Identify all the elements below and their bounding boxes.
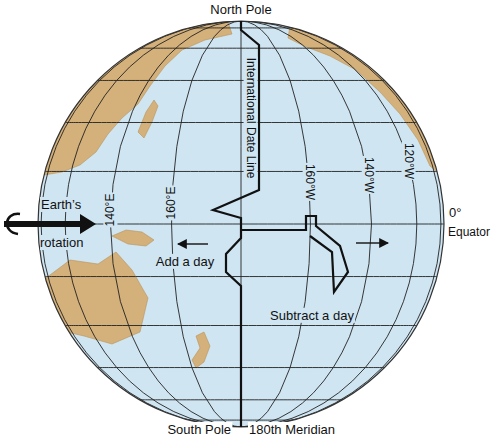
label-box: Add a day <box>155 255 216 269</box>
label-box: 0° <box>448 206 462 220</box>
japan <box>138 100 158 138</box>
map-label: International Date Line <box>244 57 258 180</box>
date-line-island-loop <box>241 216 348 292</box>
globe-outline <box>38 21 444 427</box>
label-box: 180th Meridian <box>248 423 336 437</box>
map-label: North Pole <box>209 2 272 17</box>
label-box: Subtract a day <box>269 309 355 323</box>
label-box: Equator <box>447 226 491 239</box>
map-label: 160°W <box>303 163 317 201</box>
map-label: 0° <box>448 205 462 220</box>
subtract-day-arrow <box>356 242 388 243</box>
map-label: Earth’s rotation <box>40 197 84 250</box>
add-day-arrow <box>178 243 208 244</box>
map-label: 160°E <box>164 185 178 220</box>
label-box: 120°W <box>402 142 415 180</box>
new-guinea <box>112 230 154 246</box>
new-zealand <box>192 332 210 368</box>
map-label: South Pole <box>166 422 232 437</box>
label-box: Earth’s rotation <box>40 186 102 262</box>
north-america <box>288 24 446 178</box>
ocean <box>38 21 444 427</box>
map-label: 140°E <box>103 192 117 227</box>
graticule <box>38 21 444 427</box>
label-box: 160°W <box>302 163 315 201</box>
rotation-arrow <box>4 214 96 234</box>
map-label: Add a day <box>155 254 216 269</box>
map-label: 140°W <box>361 156 375 194</box>
map-label: Equator <box>447 225 491 239</box>
date-line <box>213 21 259 427</box>
label-box: South Pole <box>166 423 232 437</box>
map-label: 120°W <box>402 142 416 180</box>
label-box: North Pole <box>209 3 272 17</box>
asia <box>36 22 232 175</box>
map-label: Subtract a day <box>269 308 355 323</box>
australia <box>42 252 148 344</box>
label-box: 140°E <box>104 192 117 227</box>
label-box: 160°E <box>165 185 178 220</box>
label-box: International Date Line <box>243 57 256 180</box>
label-box: 140°W <box>361 156 374 194</box>
map-label: 180th Meridian <box>248 422 336 437</box>
graticule-lines <box>38 21 444 427</box>
